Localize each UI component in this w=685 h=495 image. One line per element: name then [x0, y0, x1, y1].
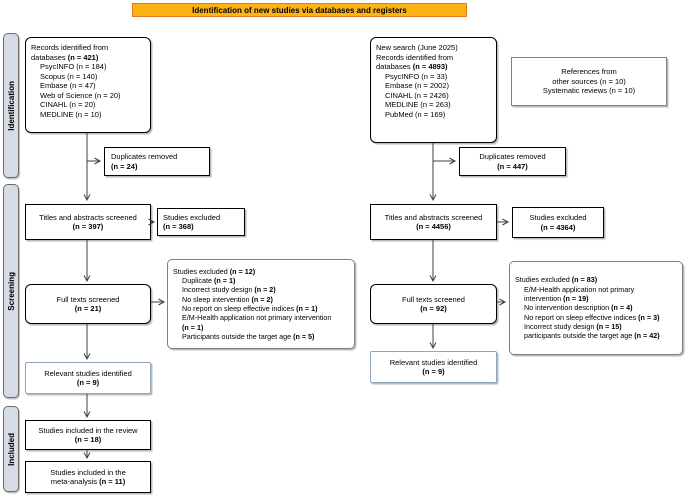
box-studies-excluded-titles-right: Studies excluded(n = 4364)	[512, 207, 604, 238]
text-line: (n = 4456)	[416, 222, 451, 231]
box-studies-excluded-titles-left: Studies excluded(n = 368)	[157, 208, 245, 236]
box-studies-excluded-fulltext-left: Studies excluded (n = 12)Duplicate (n = …	[167, 259, 355, 349]
box-relevant-studies-right: Relevant studies identified(n = 9)	[370, 351, 497, 383]
text-line: PubMed (n = 169)	[385, 109, 446, 119]
stage-included: Included	[3, 406, 19, 492]
text-line: New search (June 2025)	[376, 43, 458, 52]
text-line: (n = 9)	[422, 367, 445, 376]
text-line: Embase (n = 47)	[40, 81, 96, 90]
stage-screening-label: Screening	[6, 271, 16, 311]
banner: Identification of new studies via databa…	[132, 3, 467, 17]
text-line: Embase (n = 2002)	[385, 81, 449, 90]
text-line: No sleep intervention (n = 2)	[182, 294, 273, 304]
text-line: Relevant studies identified	[389, 357, 478, 367]
text-line: (n = 9)	[76, 378, 100, 387]
text-line: Full texts screened	[402, 294, 465, 304]
text-line: Duplicates removed	[111, 152, 178, 161]
text-line: (n = 1)	[182, 322, 204, 332]
text-line: participants outside the target age (n =…	[524, 331, 660, 341]
text-line: Studies included in the review	[38, 425, 138, 435]
text-line: other sources (n = 10)	[552, 76, 626, 86]
text-line: No report on sleep effective indices (n …	[182, 304, 318, 313]
text-line: (n = 447)	[497, 161, 528, 171]
banner-title: Identification of new studies via databa…	[192, 5, 407, 15]
text-line: Titles and abstracts screened	[39, 212, 137, 222]
text-line: meta-analysis (n = 11)	[50, 477, 126, 486]
box-duplicates-removed-right: Duplicates removed(n = 447)	[459, 147, 566, 176]
text-line: E/M-Health application not primary	[524, 284, 635, 294]
text-line: Incorrect study design (n = 15)	[524, 321, 622, 331]
text-line: (n = 4364)	[540, 222, 576, 232]
text-line: (n = 24)	[111, 161, 138, 171]
text-line: Full texts screened	[56, 294, 120, 304]
text-line: Duplicate (n = 1)	[182, 276, 236, 286]
stage-included-label: Included	[6, 432, 16, 466]
box-full-texts-screened-right: Full texts screened(n = 92)	[370, 284, 497, 324]
text-line: E/M-Health application not primary inter…	[182, 313, 332, 323]
text-line: (n = 397)	[72, 222, 104, 231]
text-line: databases (n = 421)	[31, 52, 99, 62]
text-line: Relevant studies identified	[44, 368, 132, 378]
stage-screening: Screening	[3, 184, 19, 398]
stage-identification-label: Identification	[6, 80, 16, 131]
text-line: Participants outside the target age (n =…	[182, 331, 315, 341]
text-line: MEDLINE (n = 10)	[40, 109, 102, 119]
text-line: Studies included in the	[50, 467, 126, 477]
text-line: Incorrect study design (n = 2)	[182, 285, 276, 295]
box-titles-abstracts-screened-right: Titles and abstracts screened(n = 4456)	[370, 204, 497, 240]
text-line: (n = 21)	[74, 304, 102, 313]
box-included-review: Studies included in the review(n = 18)	[25, 420, 151, 450]
text-line: (n = 92)	[420, 304, 447, 313]
text-line: PsycINFO (n = 33)	[385, 71, 448, 81]
text-line: No report on sleep effective indices (n …	[524, 312, 660, 322]
text-line: intervention (n = 19)	[524, 294, 589, 304]
text-line: Web of Science (n = 20)	[40, 90, 121, 100]
text-line: CINAHL (n = 20)	[40, 100, 96, 109]
box-records-identified-right: New search (June 2025)Records identified…	[370, 37, 497, 143]
stage-identification: Identification	[3, 33, 19, 178]
text-line: (n = 368)	[163, 222, 194, 231]
text-line: Studies excluded (n = 83)	[515, 275, 598, 285]
box-duplicates-removed-left: Duplicates removed(n = 24)	[104, 147, 210, 176]
box-titles-abstracts-screened-left: Titles and abstracts screened(n = 397)	[25, 204, 151, 240]
box-full-texts-screened-left: Full texts screened(n = 21)	[25, 284, 151, 324]
box-relevant-studies-left: Relevant studies identified(n = 9)	[25, 362, 151, 394]
text-line: Studies excluded	[529, 213, 587, 222]
text-line: Titles and abstracts screened	[384, 212, 483, 222]
text-line: databases (n = 4893)	[376, 62, 448, 71]
text-line: Records identified from	[376, 52, 454, 62]
text-line: Records identified from	[31, 43, 109, 52]
text-line: CINAHL (n = 2426)	[385, 90, 449, 100]
text-line: Studies excluded	[163, 212, 221, 222]
text-line: References from	[561, 67, 617, 77]
text-line: PsycINFO (n = 184)	[40, 62, 107, 71]
text-line: No intervention description (n = 4)	[524, 303, 633, 313]
text-line: MEDLINE (n = 263)	[385, 100, 451, 109]
text-line: Duplicates removed	[479, 152, 546, 161]
text-line: Systematic reviews (n = 10)	[542, 86, 636, 96]
box-studies-excluded-fulltext-right: Studies excluded (n = 83)E/M-Health appl…	[509, 261, 683, 355]
text-line: Studies excluded (n = 12)	[173, 266, 256, 276]
text-line: Scopus (n = 140)	[40, 71, 98, 81]
text-line: (n = 18)	[74, 435, 102, 444]
